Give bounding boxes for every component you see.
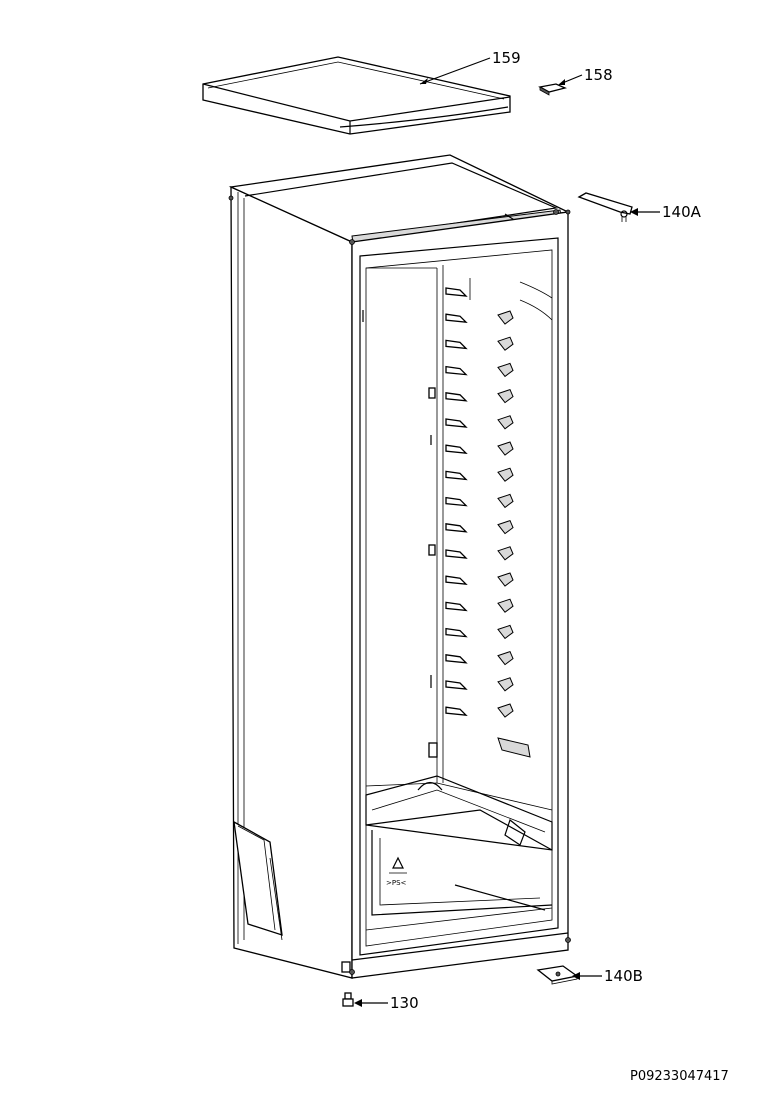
shelf-support-left xyxy=(445,287,468,297)
shelf-supports-left xyxy=(445,287,468,717)
shelf-support-right xyxy=(497,572,514,587)
shelf-support-left xyxy=(445,496,468,507)
shelf-support-left xyxy=(445,313,468,324)
recycle-mark: >PS< xyxy=(386,879,407,887)
shelf-supports-right xyxy=(497,310,531,758)
shelf-support-left xyxy=(445,627,468,638)
top-hinge-part xyxy=(577,192,633,222)
bottom-shelf-support xyxy=(497,737,531,758)
callout-159: 159 xyxy=(492,49,521,67)
shelf-support-left xyxy=(445,654,468,664)
shelf-support-right xyxy=(497,310,514,325)
cabinet-body xyxy=(228,154,571,979)
shelf-support-left xyxy=(445,523,468,533)
shelf-support-right xyxy=(497,441,514,456)
shelf-support-left xyxy=(445,575,468,586)
shelf-support-right xyxy=(497,493,514,509)
bottom-hinge-part xyxy=(536,965,579,985)
shelf-support-left xyxy=(445,444,468,455)
shelf-support-left xyxy=(445,418,468,428)
shelf-support-right xyxy=(497,336,514,351)
shelf-support-left xyxy=(445,601,468,612)
callout-140a: 140A xyxy=(662,203,702,221)
shelf-support-left xyxy=(445,706,468,717)
callout-130: 130 xyxy=(390,994,419,1012)
top-lid-part xyxy=(202,56,511,135)
shelf-support-left xyxy=(445,365,468,376)
leader-lines xyxy=(354,57,660,1007)
shelf-support-right xyxy=(497,598,514,613)
callout-158: 158 xyxy=(584,66,613,84)
shelf-support-right xyxy=(497,650,514,666)
callout-140b: 140B xyxy=(604,967,643,985)
shelf-support-right xyxy=(497,624,514,640)
foot-part xyxy=(342,992,354,1007)
shelf-support-right xyxy=(497,467,514,482)
shelf-support-right xyxy=(497,519,514,535)
reference-number: P09233047417 xyxy=(630,1069,729,1084)
shelf-support-left xyxy=(445,549,468,559)
shelf-support-left xyxy=(445,470,468,481)
recycle-icon xyxy=(389,856,407,874)
clip-part xyxy=(538,83,567,96)
shelf-support-right xyxy=(497,703,514,718)
shelf-support-right xyxy=(497,546,514,561)
shelf-support-right xyxy=(497,388,514,404)
shelf-support-left xyxy=(445,680,468,690)
shelf-support-left xyxy=(445,339,468,350)
shelf-support-right xyxy=(497,362,514,378)
shelf-support-right xyxy=(497,677,514,692)
shelf-support-left xyxy=(445,392,468,402)
shelf-support-right xyxy=(497,415,514,430)
